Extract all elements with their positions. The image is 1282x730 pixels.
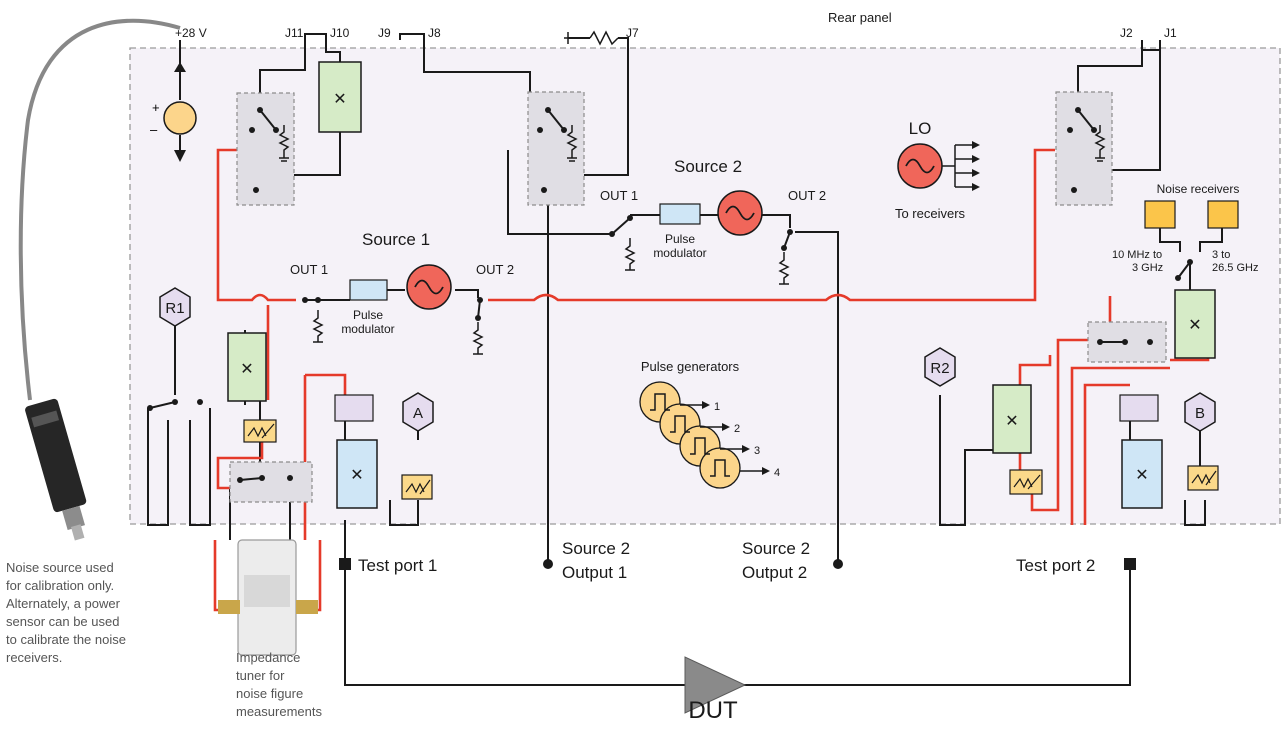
svg-text:✕: ✕ — [350, 465, 363, 484]
receiver-hexagons — [159, 287, 1216, 432]
source2-oscillator — [717, 190, 763, 236]
j11-label: J11 — [285, 26, 304, 40]
lo-caption: To receivers — [895, 206, 966, 221]
noise-source-probe — [25, 398, 87, 541]
bias-tees — [334, 394, 1159, 422]
rf-signal-path — [213, 148, 1210, 612]
pulse-gen-output-4: 4 — [774, 467, 780, 479]
couplers-green — [227, 61, 1216, 454]
j10-label: J10 — [330, 26, 350, 40]
noise-receiver-boxes — [1144, 200, 1239, 229]
noise-note-line3: Alternately, a power — [6, 596, 121, 611]
dc-power-source: + – — [150, 62, 197, 162]
lo-oscillator — [897, 141, 980, 191]
attenuator-glyphs — [247, 423, 1217, 495]
dc-minus-label: – — [150, 122, 158, 137]
source2-output2-line1: Source 2 — [742, 539, 810, 558]
svg-text:✕: ✕ — [1135, 465, 1148, 484]
receiver-b-label: B — [1195, 405, 1205, 422]
noise-low-band-line2: 3 GHz — [1132, 262, 1163, 274]
receiver-r1-label: R1 — [165, 300, 184, 317]
source1-pulse-mod-line2: modulator — [341, 322, 394, 336]
port-markers — [339, 558, 1136, 570]
source2-out2-label: OUT 2 — [788, 188, 826, 203]
source2-output1-line1: Source 2 — [562, 539, 630, 558]
couplers-blue — [336, 439, 1163, 509]
tuner-bypass-switch — [229, 461, 313, 503]
noise-note-line1: Noise source used — [6, 560, 114, 575]
switch-arms — [149, 109, 1191, 481]
rear-panel-label: Rear panel — [828, 10, 892, 25]
receiver-r2-label: R2 — [930, 360, 949, 377]
tuner-note-line1: Impedance — [236, 650, 300, 665]
dut-amplifier — [684, 656, 747, 714]
svg-text:✕: ✕ — [240, 359, 253, 378]
test-port-2-label: Test port 2 — [1016, 556, 1095, 575]
lo-title: LO — [909, 119, 932, 138]
impedance-tuner — [218, 539, 318, 656]
receiver-a-label: A — [413, 405, 423, 422]
source1-out1-label: OUT 1 — [290, 262, 328, 277]
source2-out1-label: OUT 1 — [600, 188, 638, 203]
coupler-glyphs: ✕ ✕ ✕ ✕ ✕ ✕ — [240, 89, 1201, 484]
port2-transfer-switch — [1055, 91, 1113, 206]
svg-text:✕: ✕ — [1005, 411, 1018, 430]
source2-output2-line2: Output 2 — [742, 563, 807, 582]
svg-text:✕: ✕ — [1188, 315, 1201, 334]
noise-source-cable — [18, 18, 181, 401]
noise-high-band-line1: 3 to — [1212, 249, 1230, 261]
power-connector-label: +28 V — [175, 26, 207, 40]
source2-pulse-mod-line2: modulator — [653, 246, 706, 260]
source2-pulse-mod-line1: Pulse — [665, 232, 695, 246]
noise-note-line5: to calibrate the noise — [6, 632, 126, 647]
noise-high-band-line2: 26.5 GHz — [1212, 262, 1258, 274]
tuner-note-line3: noise figure — [236, 686, 303, 701]
tuner-note-line2: tuner for — [236, 668, 285, 683]
noise-note-line2: for calibration only. — [6, 578, 114, 593]
pulse-gen-output-3: 3 — [754, 445, 760, 457]
step-attenuators — [243, 419, 1219, 500]
source2-output1-line2: Output 1 — [562, 563, 627, 582]
source1-title: Source 1 — [362, 230, 430, 249]
source1-oscillator — [406, 264, 452, 310]
noise-low-band-line1: 10 MHz to — [1112, 249, 1162, 261]
noise-receivers-title: Noise receivers — [1157, 182, 1240, 196]
pulse-generators-title: Pulse generators — [641, 359, 740, 374]
dut-label: DUT — [688, 697, 738, 724]
source1-pulse-mod-line1: Pulse — [353, 308, 383, 322]
j9-label: J9 — [378, 26, 391, 40]
noise-note-line4: sensor can be used — [6, 614, 119, 629]
pulse-modulators — [349, 203, 701, 301]
test-port-1-label: Test port 1 — [358, 556, 437, 575]
j2-label: J2 — [1120, 26, 1133, 40]
source1-out2-label: OUT 2 — [476, 262, 514, 277]
terminators — [278, 30, 1106, 355]
j7-label: J7 — [626, 26, 639, 40]
source2-title: Source 2 — [674, 157, 742, 176]
source2-transfer-switch — [527, 91, 585, 206]
pulse-gen-output-1: 1 — [714, 401, 720, 413]
tuner-note-line4: measurements — [236, 704, 322, 719]
pulse-gen-output-2: 2 — [734, 423, 740, 435]
dc-plus-label: + — [152, 100, 160, 115]
j1-label: J1 — [1164, 26, 1177, 40]
svg-text:✕: ✕ — [333, 89, 346, 108]
j8-label: J8 — [428, 26, 441, 40]
pulse-generator-stack — [639, 381, 770, 489]
noise-note-line6: receivers. — [6, 650, 62, 665]
